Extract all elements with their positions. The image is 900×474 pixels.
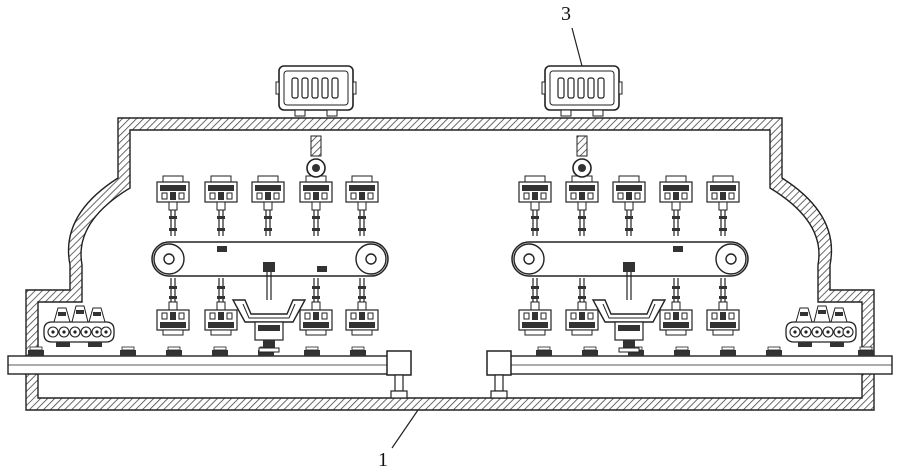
station-left — [152, 136, 388, 352]
callout-label-1: 1 — [378, 450, 388, 470]
motor-box-left — [276, 66, 356, 116]
station-right — [512, 136, 748, 352]
motor-box-right — [542, 66, 622, 116]
rail-blocks-left — [28, 347, 366, 356]
feeder-left — [44, 306, 114, 347]
leader-line-3 — [572, 28, 582, 66]
drive-unit-right — [487, 351, 511, 398]
callout-label-3: 3 — [561, 4, 571, 24]
drive-unit-left — [387, 351, 411, 398]
feeder-right — [786, 306, 856, 347]
conveyor-rail-right — [506, 356, 892, 374]
rail-blocks-right — [536, 347, 874, 356]
conveyor-rail-left — [8, 356, 394, 374]
leader-line-1 — [392, 410, 418, 448]
